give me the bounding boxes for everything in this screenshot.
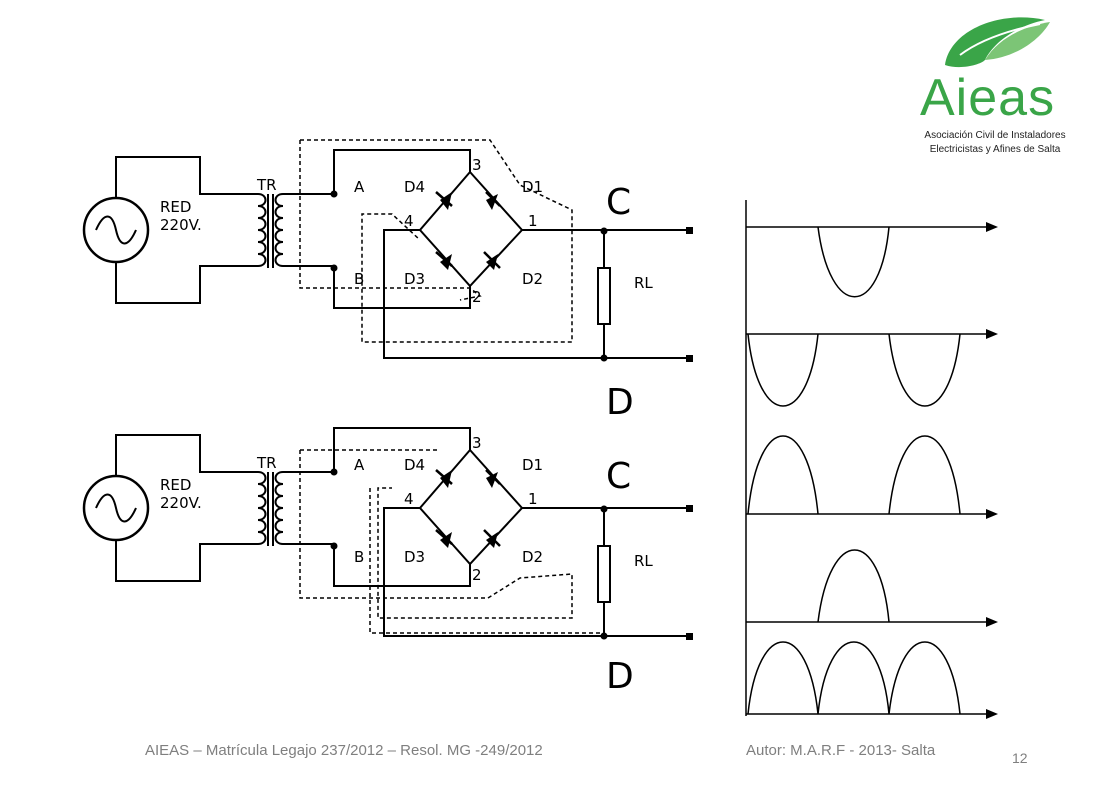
load-label: RL [634,552,653,570]
logo-wordmark: Aieas [920,69,1056,127]
diode-d1-label: D1 [522,456,543,474]
diode-d2-label: D2 [522,270,543,288]
pin-3-label: 3 [472,434,482,452]
node-b-label: B [354,270,364,288]
footer-right-text: Autor: M.A.R.F - 2013- Salta [746,742,936,759]
output-c-label: C [606,182,631,223]
leaf-icon [945,17,1050,68]
waveform-1 [817,226,890,298]
waveform-4 [817,549,890,623]
pin-4-label: 4 [404,490,414,508]
output-d-label: D [606,382,634,423]
source-label: RED [160,476,191,494]
pin-1-label: 1 [528,212,538,230]
circuit-1: RED 220V. TR A B D4 D1 D3 D2 3 4 1 2 C D… [82,139,695,423]
pin-2-label: 2 [472,566,482,584]
circuit-2: RED 220V. TR A B D4 D1 D3 D2 3 4 1 2 C D… [82,426,695,697]
logo-subtitle-1: Asociación Civil de Instaladores [924,130,1066,141]
aieas-logo: Aieas Asociación Civil de Instaladores E… [900,10,1090,160]
node-a-label: A [354,456,365,474]
footer-left-text: AIEAS – Matrícula Legajo 237/2012 – Reso… [145,742,543,759]
waveform-3 [747,435,961,515]
output-c-label: C [606,456,631,497]
page-number: 12 [1012,750,1028,766]
pin-3-label: 3 [472,156,482,174]
waveform-2 [747,333,961,407]
source-label: RED [160,198,191,216]
diode-d2-label: D2 [522,548,543,566]
load-label: RL [634,274,653,292]
diode-d3-label: D3 [404,270,425,288]
voltage-label: 220V. [160,216,202,234]
diode-d4-label: D4 [404,456,425,474]
diode-d3-label: D3 [404,548,425,566]
transformer-label: TR [256,454,277,472]
node-a-label: A [354,178,365,196]
waveform-5 [747,641,961,715]
output-d-label: D [606,656,634,697]
diode-d4-label: D4 [404,178,425,196]
transformer-label: TR [256,176,277,194]
diode-d1-label: D1 [522,178,543,196]
pin-2-label: 2 [472,288,482,306]
pin-1-label: 1 [528,490,538,508]
waveform-panel [745,200,998,719]
logo-subtitle-2: Electricistas y Afines de Salta [929,144,1061,155]
pin-4-label: 4 [404,212,414,230]
node-b-label: B [354,548,364,566]
voltage-label: 220V. [160,494,202,512]
